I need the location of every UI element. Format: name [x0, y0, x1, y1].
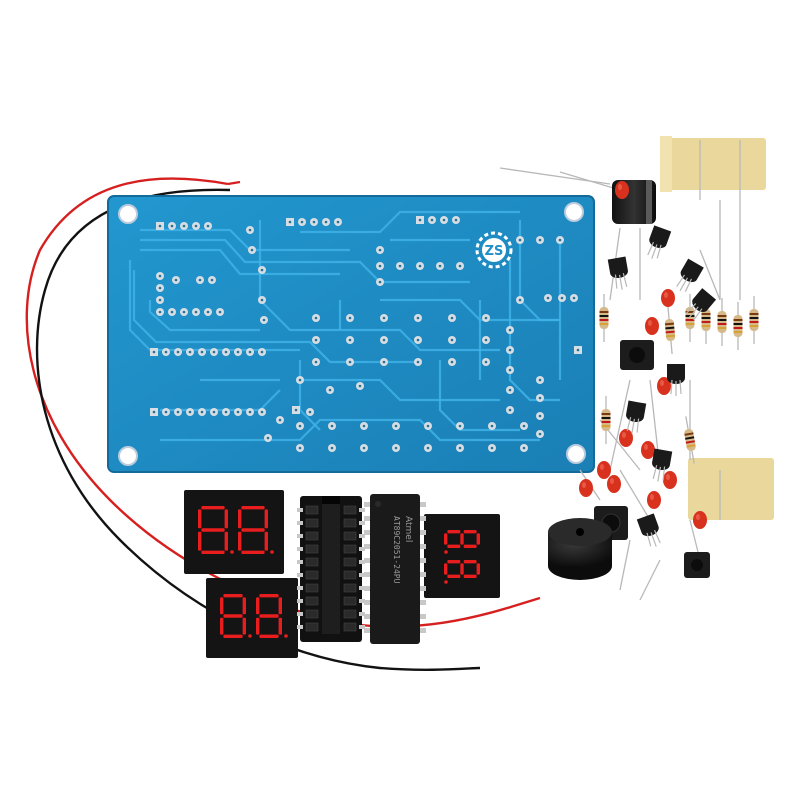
transistors — [607, 225, 717, 547]
pcb-logo: ZS — [475, 231, 513, 269]
pcb-logo-text: ZS — [485, 244, 504, 259]
red-wire-end — [227, 180, 241, 186]
microcontroller-ic: Atmel AT89C2051-24PU — [364, 494, 426, 644]
pcb-substrate — [107, 195, 595, 473]
seven-segment-display — [424, 514, 500, 598]
push-button-3 — [684, 552, 710, 578]
ic-part-number: AT89C2051-24PU — [392, 516, 401, 584]
resistors — [599, 294, 759, 464]
seven-segment-displays — [184, 490, 500, 658]
ic-logo-text: Atmel — [403, 516, 413, 542]
push-button-2 — [620, 340, 654, 370]
pcb-board: ZS — [107, 195, 595, 473]
loose-components — [499, 136, 774, 601]
tape-strip-top — [670, 138, 766, 190]
pcb-pads — [150, 216, 582, 452]
ceramic-capacitors — [579, 181, 707, 529]
seven-segment-display — [184, 490, 284, 574]
tape-strip-bottom — [688, 458, 774, 520]
pcb-traces — [128, 210, 562, 442]
ic-socket — [297, 496, 365, 642]
buzzer — [548, 518, 612, 580]
seven-segment-display — [206, 578, 298, 658]
mounting-holes — [118, 202, 586, 466]
black-wire — [35, 188, 481, 671]
